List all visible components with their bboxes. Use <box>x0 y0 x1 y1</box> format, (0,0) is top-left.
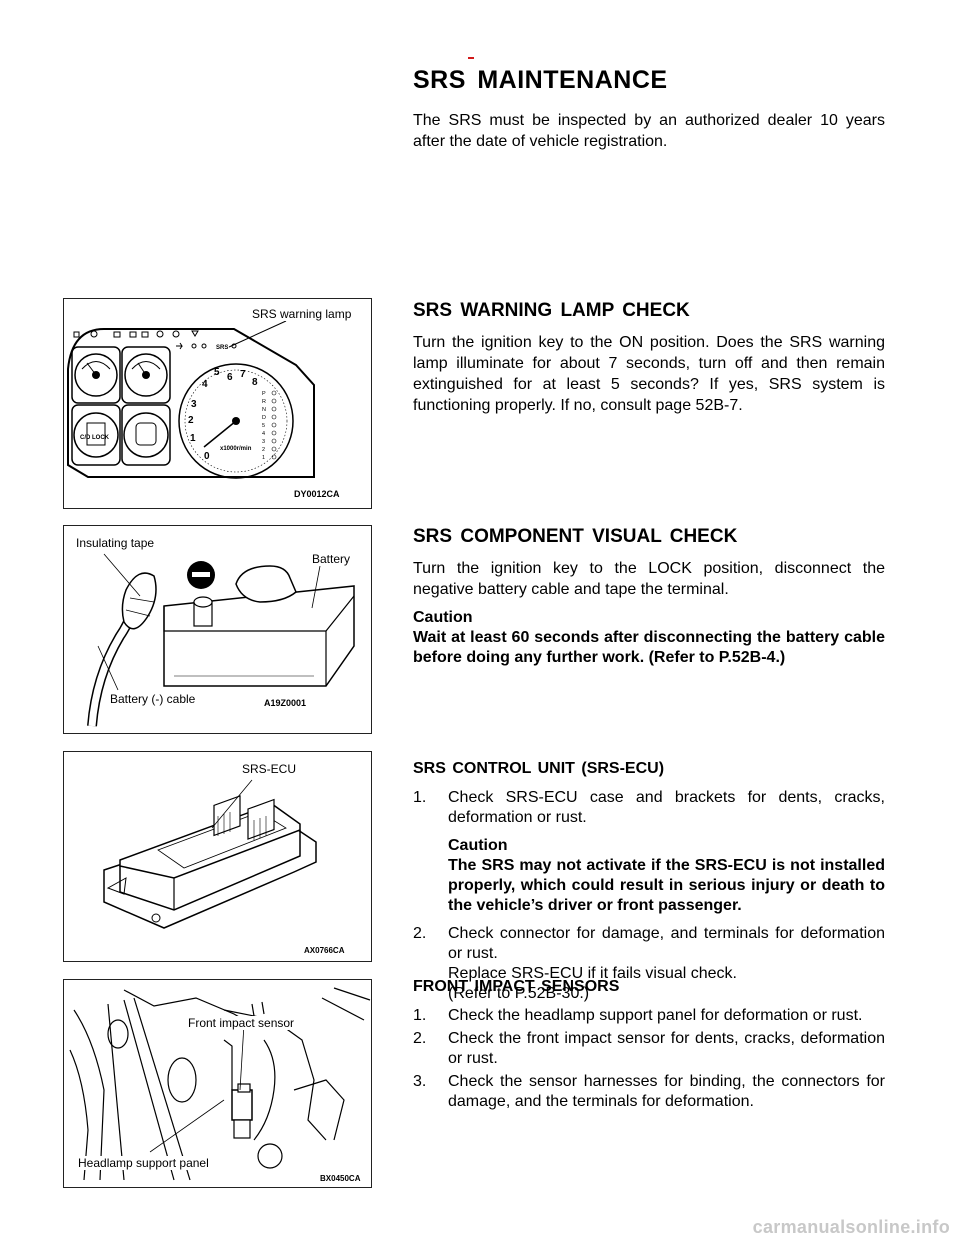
svg-text:3: 3 <box>262 439 265 445</box>
instrument-cluster-figure: SRS C/D LOCK 0 1 <box>63 298 372 509</box>
visual-check-caution-text: Wait at least 60 seconds after disconnec… <box>413 629 885 666</box>
svg-text:D: D <box>262 415 266 421</box>
warning-lamp-text: Turn the ignition key to the ON position… <box>413 334 885 414</box>
ecu-checklist: 1. Check SRS-ECU case and brackets for d… <box>413 788 885 1004</box>
svg-text:P: P <box>262 391 266 397</box>
item-number: 2. <box>413 925 427 942</box>
battery-cable-label: Battery (-) cable <box>108 692 198 706</box>
srs-ecu-drawing <box>103 779 317 929</box>
front-impact-sensor-figure: Front impact sensor Headlamp support pan… <box>63 979 372 1188</box>
item-text: Check connector for damage, and terminal… <box>448 925 885 962</box>
visual-check-text: Turn the ignition key to the LOCK positi… <box>413 560 885 598</box>
item-number: 3. <box>413 1073 427 1090</box>
svg-text:4: 4 <box>262 431 265 437</box>
visual-check-section: SRS COMPONENT VISUAL CHECK Turn the igni… <box>413 526 885 668</box>
battery-figure: Insulating tape Battery Battery (-) cabl… <box>63 525 372 734</box>
gauge-number-5: 5 <box>214 367 220 378</box>
gauge-number-8: 8 <box>252 377 258 388</box>
figure-code-dy0012ca: DY0012CA <box>294 489 340 499</box>
item-text: Check the sensor harnesses for binding, … <box>448 1073 885 1110</box>
figure-code-bx0450ca: BX0450CA <box>320 1174 361 1183</box>
figure-code-a19z0001: A19Z0001 <box>264 698 307 708</box>
warning-lamp-section: SRS WARNING LAMP CHECK Turn the ignition… <box>413 300 885 416</box>
insulating-tape-label: Insulating tape <box>74 536 157 550</box>
figure-code-ax0766ca: AX0766CA <box>304 946 345 955</box>
visual-check-heading: SRS COMPONENT VISUAL CHECK <box>413 526 738 547</box>
instrument-cluster-drawing: SRS C/D LOCK 0 1 <box>67 320 315 479</box>
ecu-heading: SRS CONTROL UNIT (SRS-ECU) <box>413 760 665 777</box>
battery-label: Battery <box>310 552 353 566</box>
red-mark <box>468 57 474 59</box>
warning-lamp-heading: SRS WARNING LAMP CHECK <box>413 300 690 321</box>
item-text: Check the headlamp support panel for def… <box>448 1007 863 1024</box>
gauge-number-6: 6 <box>227 372 233 383</box>
svg-text:R: R <box>262 399 266 405</box>
warning-lamp-label: SRS warning lamp <box>250 307 354 321</box>
impact-section: FRONT IMPACT SENSORS 1. Check the headla… <box>413 978 885 1120</box>
svg-text:2: 2 <box>262 447 265 453</box>
gauge-unit: x1000r/min <box>220 446 252 452</box>
item-number: 1. <box>413 789 427 806</box>
item-number: 2. <box>413 1030 427 1047</box>
visual-check-caution-title: Caution <box>413 609 473 626</box>
item-text: Check SRS-ECU case and brackets for dent… <box>448 789 885 826</box>
impact-checklist: 1. Check the headlamp support panel for … <box>413 1006 885 1112</box>
battery-drawing <box>87 553 355 727</box>
gauge-number-2: 2 <box>188 415 194 426</box>
item-number: 1. <box>413 1007 427 1024</box>
headlamp-support-panel-label: Headlamp support panel <box>76 1156 211 1170</box>
list-item: 2. Check connector for damage, and termi… <box>413 924 885 1004</box>
item-extra: (Refer to P.52B-30.) <box>448 985 590 1002</box>
item-extra: Replace SRS-ECU if it fails visual check… <box>448 965 737 982</box>
page-title: SRS MAINTENANCE <box>413 66 668 94</box>
srs-ecu-label: SRS-ECU <box>240 762 299 776</box>
list-item: 1. Check SRS-ECU case and brackets for d… <box>413 788 885 916</box>
gauge-number-4: 4 <box>202 379 208 390</box>
list-item: 1. Check the headlamp support panel for … <box>413 1006 885 1026</box>
front-impact-sensor-label: Front impact sensor <box>186 1016 297 1030</box>
gauge-number-0: 0 <box>204 451 210 462</box>
list-item: 3. Check the sensor harnesses for bindin… <box>413 1072 885 1112</box>
watermark-link[interactable]: carmanualsonline.info <box>752 1217 950 1237</box>
svg-text:1: 1 <box>262 455 265 461</box>
ecu-section: SRS CONTROL UNIT (SRS-ECU) 1. Check SRS-… <box>413 760 885 1012</box>
gauge-number-3: 3 <box>191 399 197 410</box>
item-text: Check the front impact sensor for dents,… <box>448 1030 885 1067</box>
ecu-caution-title: Caution <box>448 837 508 854</box>
gauge-number-7: 7 <box>240 369 246 380</box>
ecu-caution: Caution The SRS may not activate if the … <box>448 836 885 916</box>
svg-text:SRS: SRS <box>216 345 228 351</box>
intro-section: The SRS must be inspected by an authoriz… <box>413 110 885 152</box>
lock-label: C/D LOCK <box>80 435 110 441</box>
list-item: 2. Check the front impact sensor for den… <box>413 1029 885 1069</box>
gauge-number-1: 1 <box>190 433 196 444</box>
impact-heading: FRONT IMPACT SENSORS <box>413 978 620 995</box>
svg-text:N: N <box>262 407 266 413</box>
intro-text: The SRS must be inspected by an authoriz… <box>413 112 885 150</box>
ecu-caution-text: The SRS may not activate if the SRS-ECU … <box>448 857 885 914</box>
svg-text:5: 5 <box>262 423 265 429</box>
srs-ecu-figure: SRS-ECU AX0766CA <box>63 751 372 962</box>
